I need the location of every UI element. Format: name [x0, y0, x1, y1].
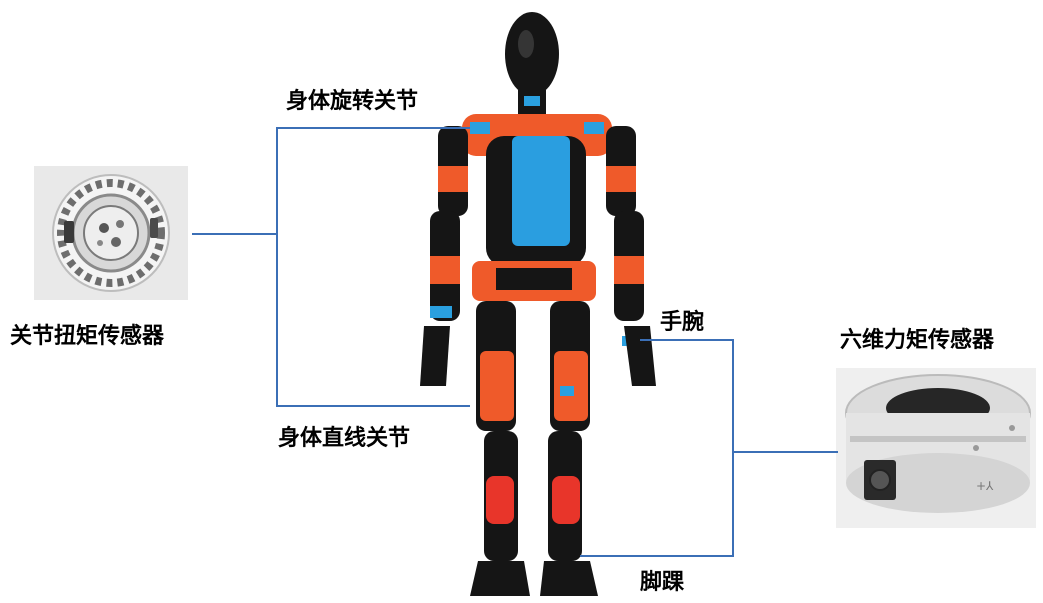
- label-wrist: 手腕: [660, 310, 705, 335]
- joint-torque-sensor-photo: [34, 166, 188, 300]
- humanoid-robot-figure: [420, 12, 656, 596]
- six-axis-force-sensor-photo: +⅄: [836, 368, 1036, 528]
- label-six-axis-force-sensor: 六维力矩传感器: [840, 328, 995, 353]
- label-body-rotation-joint: 身体旋转关节: [286, 89, 419, 114]
- label-joint-torque-sensor: 关节扭矩传感器: [10, 324, 165, 349]
- bracket-right: [580, 339, 734, 557]
- svg-text:+⅄: +⅄: [976, 479, 994, 493]
- label-ankle: 脚踝: [640, 570, 685, 595]
- bracket-left: [276, 127, 470, 407]
- label-body-linear-joint: 身体直线关节: [278, 426, 411, 451]
